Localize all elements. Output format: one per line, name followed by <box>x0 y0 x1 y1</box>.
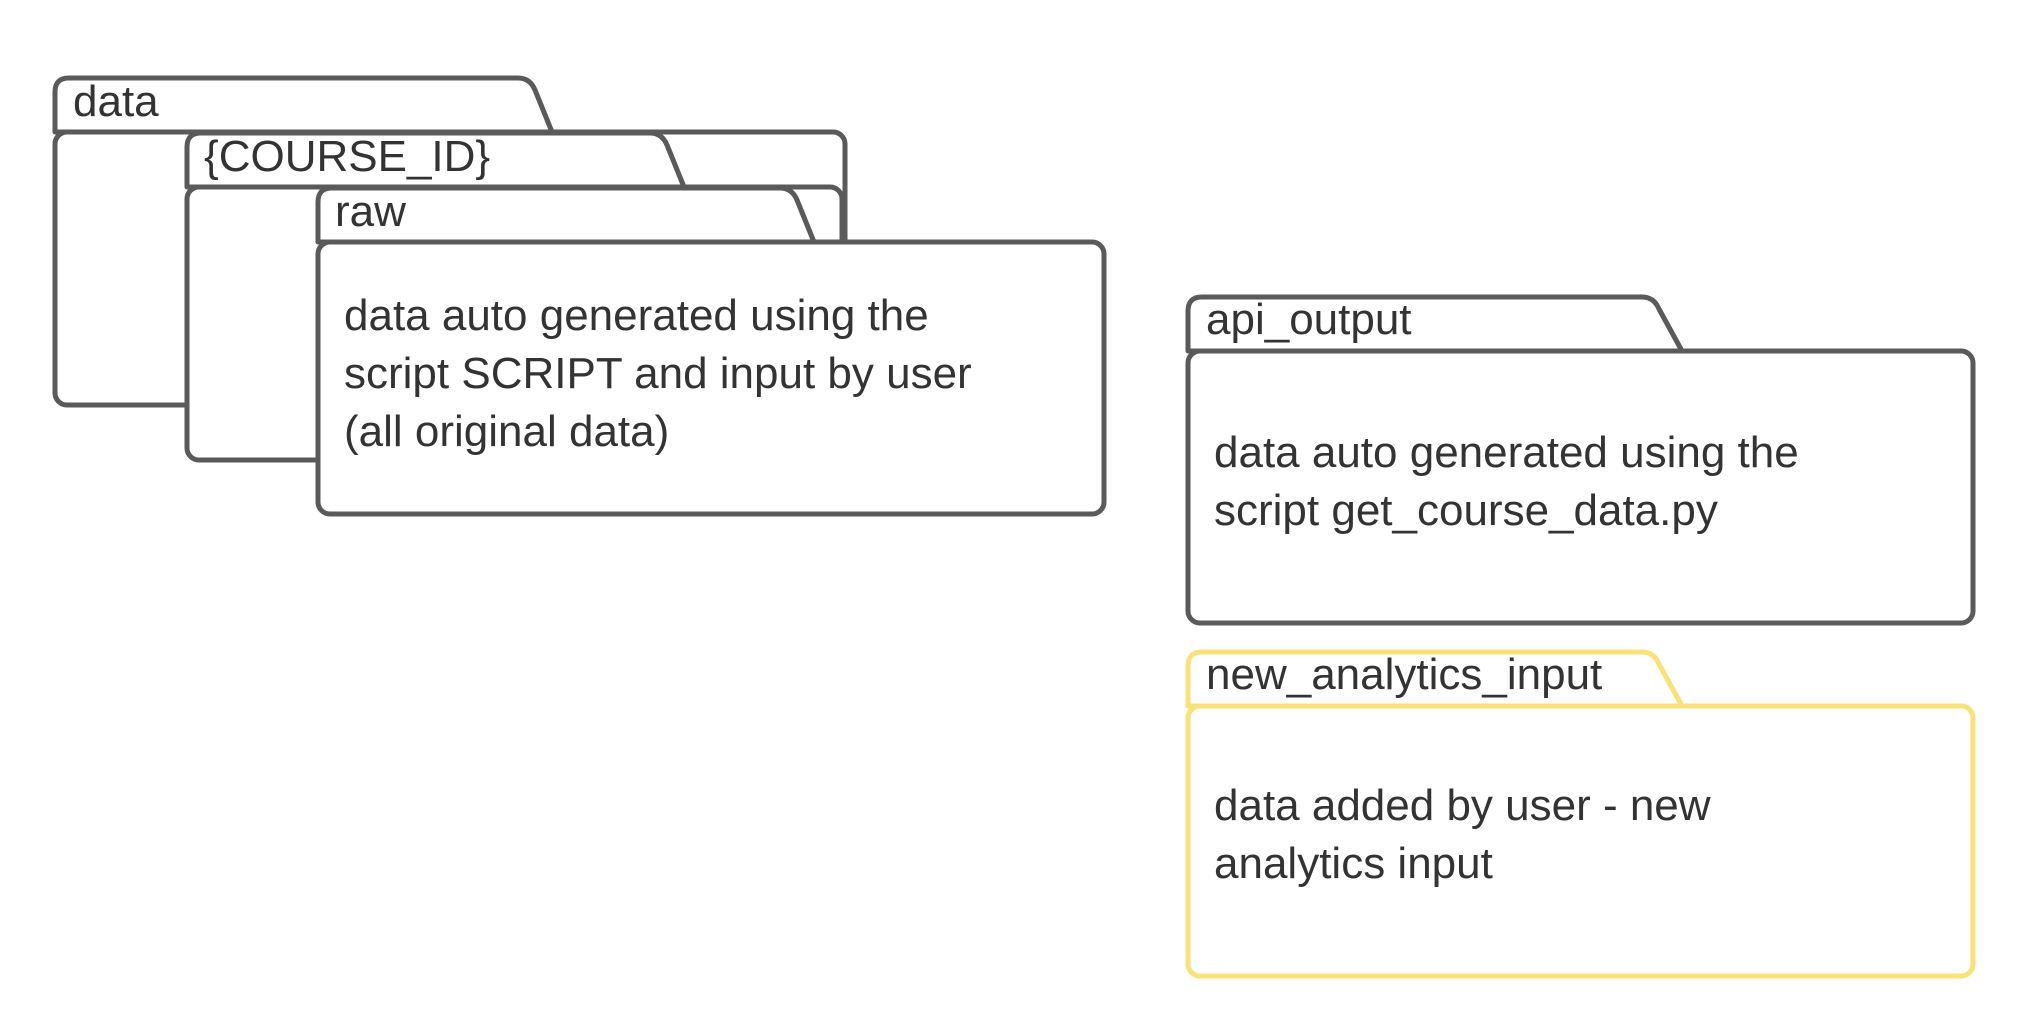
folder-raw-text-line-1: data auto generated using the <box>344 291 929 340</box>
folder-course-id-label: {COURSE_ID} <box>204 132 490 181</box>
folder-new-analytics-input-label: new_analytics_input <box>1206 650 1602 699</box>
folder-api-output-text-line-2: script get_course_data.py <box>1214 486 1718 535</box>
folder-data-label: data <box>73 77 159 126</box>
folder-new-analytics-input-text-line-2: analytics input <box>1214 839 1493 888</box>
folder-api-output <box>1185 294 1976 626</box>
folder-api-output-tab <box>1185 294 1685 354</box>
folder-raw-label: raw <box>335 187 406 236</box>
folder-raw-body <box>315 239 1107 517</box>
folder-api-output-text-line-1: data auto generated using the <box>1214 428 1799 477</box>
folder-raw-tab <box>315 185 817 245</box>
folder-raw <box>315 185 1107 517</box>
folder-raw-text-line-2: script SCRIPT and input by user <box>344 349 972 398</box>
folder-api-output-body <box>1185 348 1976 626</box>
folder-course-id-tab <box>184 130 687 190</box>
folder-api-output-label: api_output <box>1206 295 1412 344</box>
folder-data-tab <box>52 75 555 135</box>
folder-new-analytics-input-text-line-1: data added by user - new <box>1214 781 1711 830</box>
folder-new-analytics-input <box>1185 649 1976 979</box>
folder-new-analytics-input-body <box>1185 703 1976 979</box>
folder-new-analytics-input-tab <box>1185 649 1685 709</box>
folder-raw-text-line-3: (all original data) <box>344 407 669 456</box>
